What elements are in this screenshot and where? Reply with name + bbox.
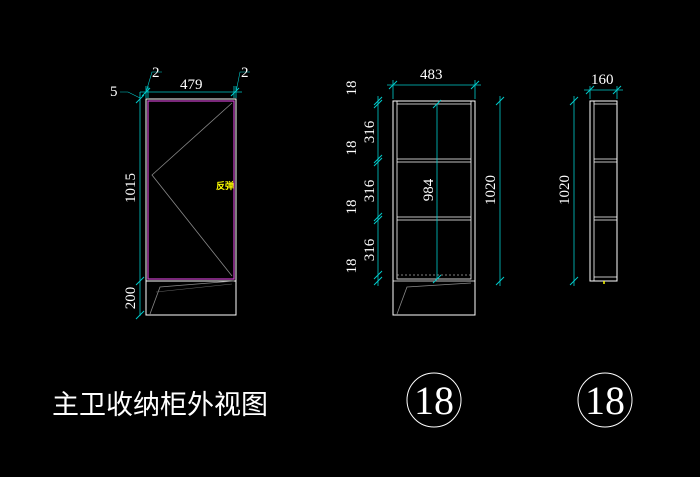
inner-dim-width: 483 xyxy=(420,67,443,83)
dim-tick xyxy=(432,99,442,109)
door-swing-lines xyxy=(151,102,233,277)
dim-tick xyxy=(470,80,480,90)
front-base-hatch xyxy=(149,280,235,315)
front-dim-height: 1015 xyxy=(123,173,139,203)
dim-tick xyxy=(373,270,383,280)
sheet-number-right: 18 xyxy=(585,378,625,423)
door-note-label: 反弹 xyxy=(216,180,234,192)
dim-tick xyxy=(373,157,383,167)
sheet-number-left: 18 xyxy=(414,378,454,423)
dim-tick xyxy=(373,215,383,225)
inner-dim-bay-3: 316 xyxy=(362,238,378,261)
dim-tick xyxy=(373,96,383,106)
dim-tick xyxy=(373,212,383,222)
front-dim-base: 200 xyxy=(123,287,139,310)
leader-top xyxy=(120,91,141,99)
inner-dim-shelf-2: 18 xyxy=(344,141,360,156)
inner-view: 984 483 1020 18 316 18 316 18 316 18 xyxy=(344,67,505,316)
inner-dim-shelf-4: 18 xyxy=(344,259,360,274)
drawing-title: 主卫收纳柜外视图 xyxy=(52,390,268,421)
dim-tick xyxy=(585,85,595,95)
inner-dim-total-height: 1020 xyxy=(483,175,499,205)
dim-tick xyxy=(432,274,442,284)
inner-cabinet-outline xyxy=(392,100,476,316)
dim-tick xyxy=(373,276,383,286)
dim-tick xyxy=(135,310,145,320)
dim-tick xyxy=(569,276,579,286)
dim-tick xyxy=(569,96,579,106)
dim-tick xyxy=(230,87,240,97)
side-dim-height: 1020 xyxy=(557,175,573,205)
dim-tick xyxy=(388,80,398,90)
dim-tick xyxy=(495,96,505,106)
dim-tick xyxy=(373,154,383,164)
inner-dim-inner-height: 984 xyxy=(421,178,437,201)
front-door-panel xyxy=(147,100,235,280)
dim-tick xyxy=(373,99,383,109)
side-dim-depth: 160 xyxy=(591,72,614,88)
inner-dim-bay-1: 316 xyxy=(362,120,378,143)
sheet-number-right-circle xyxy=(577,372,633,428)
dim-tick xyxy=(612,85,622,95)
leader-right xyxy=(235,71,250,93)
front-base-hatch-2 xyxy=(155,283,233,293)
inner-dim-shelf-3: 18 xyxy=(344,200,360,215)
dim-tick xyxy=(135,276,145,286)
front-view: 2 479 2 5 1015 200 反弹 xyxy=(110,65,250,320)
front-cabinet-outline xyxy=(145,98,237,316)
front-dim-top: 5 xyxy=(110,84,118,100)
inner-base-hatch xyxy=(396,282,472,315)
dim-tick xyxy=(135,94,145,104)
dim-tick xyxy=(495,276,505,286)
inner-dim-bay-2: 316 xyxy=(362,179,378,202)
front-dim-right-gap: 2 xyxy=(241,65,249,81)
front-dim-width: 479 xyxy=(180,77,203,93)
sheet-number-left-circle xyxy=(406,372,462,428)
front-dim-left-gap: 2 xyxy=(152,65,160,81)
inner-dim-shelf-1: 18 xyxy=(344,81,360,96)
side-view: 160 1020 xyxy=(557,72,623,286)
inner-cavity xyxy=(396,100,472,280)
leader-left xyxy=(145,71,162,93)
